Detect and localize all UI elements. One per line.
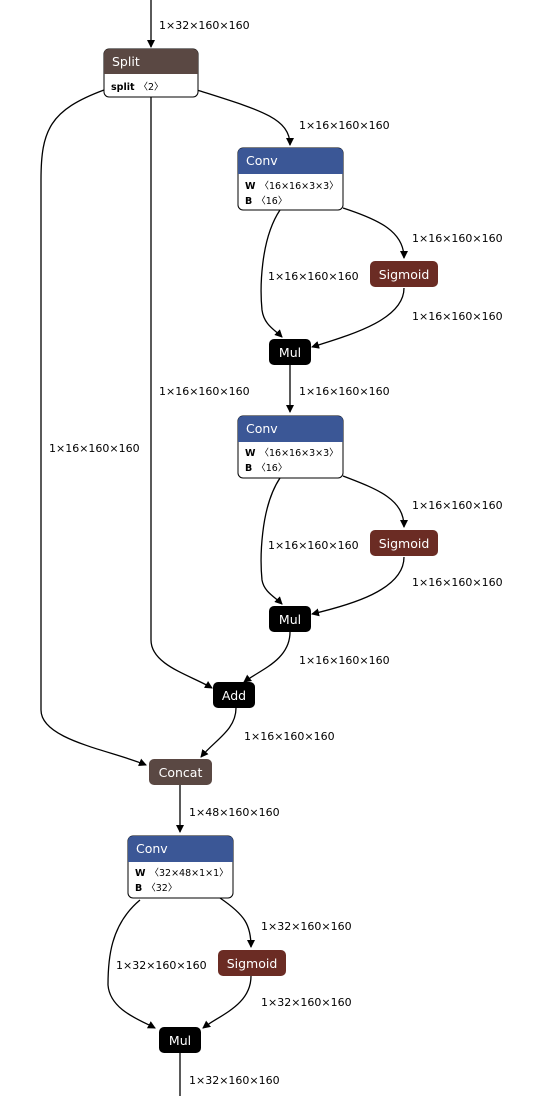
node-sigmoid3-title: Sigmoid bbox=[227, 956, 278, 971]
node-add-title: Add bbox=[222, 688, 246, 703]
node-conv1[interactable]: Conv W〈16×16×3×3〉 B 〈16〉 bbox=[237, 147, 344, 211]
node-mul1-box bbox=[269, 339, 311, 365]
node-mul1-title: Mul bbox=[279, 345, 301, 360]
node-mul3-box bbox=[159, 1027, 201, 1053]
edge-label-mul2-add: 1×16×160×160 bbox=[299, 654, 390, 667]
edge-label-split-concat: 1×16×160×160 bbox=[49, 442, 140, 455]
node-mul2-box bbox=[269, 606, 311, 632]
svg-text:W〈16×16×3×3〉: W〈16×16×3×3〉 bbox=[245, 448, 339, 459]
edge-conv2-sigmoid2 bbox=[342, 475, 408, 528]
svg-text:W〈16×16×3×3〉: W〈16×16×3×3〉 bbox=[245, 181, 339, 192]
node-conv2-attr-w-key: W bbox=[245, 448, 256, 459]
edge-sigmoid2-mul2 bbox=[311, 556, 405, 617]
node-sigmoid1-title: Sigmoid bbox=[379, 267, 430, 282]
edge-label-conv2-mul2: 1×16×160×160 bbox=[268, 539, 359, 552]
node-conv2-attr-b-value: 〈16〉 bbox=[256, 463, 287, 474]
node-concat-box bbox=[149, 759, 212, 785]
edge-label-mul1-conv2: 1×16×160×160 bbox=[299, 385, 390, 398]
edge-label-mul3-output: 1×32×160×160 bbox=[189, 1074, 280, 1087]
node-conv1-attr-b-value: 〈16〉 bbox=[256, 196, 287, 207]
svg-text:W〈32×48×1×1〉: W〈32×48×1×1〉 bbox=[135, 868, 229, 879]
node-sigmoid3[interactable]: Sigmoid bbox=[218, 950, 286, 976]
edges bbox=[40, 0, 408, 1096]
node-split-header bbox=[104, 49, 198, 74]
node-concat[interactable]: Concat bbox=[149, 759, 212, 785]
node-conv1-attr-w-key: W bbox=[245, 181, 256, 192]
edge-sigmoid1-mul1 bbox=[311, 287, 405, 349]
node-sigmoid2-box bbox=[370, 530, 438, 556]
edge-add-concat bbox=[200, 707, 237, 758]
edge-mul2-add bbox=[243, 631, 291, 683]
edge-labels: 1×32×160×160 1×16×160×160 1×16×160×160 1… bbox=[49, 19, 503, 1087]
edge-label-conv1-sigmoid1: 1×16×160×160 bbox=[412, 232, 503, 245]
node-concat-title: Concat bbox=[159, 765, 203, 780]
edge-label-sigmoid2-mul2: 1×16×160×160 bbox=[412, 576, 503, 589]
node-add[interactable]: Add bbox=[213, 682, 255, 708]
edge-conv3-mul3 bbox=[107, 899, 156, 1029]
edge-split-conv1 bbox=[196, 89, 294, 146]
svg-text:split〈2〉: split 〈2〉 bbox=[111, 82, 164, 93]
edge-label-conv3-mul3: 1×32×160×160 bbox=[116, 959, 207, 972]
node-conv3-attr-b-key: B bbox=[135, 883, 142, 894]
node-sigmoid2[interactable]: Sigmoid bbox=[370, 530, 438, 556]
node-conv3-attr-w-value: 〈32×48×1×1〉 bbox=[149, 868, 228, 879]
node-mul3[interactable]: Mul bbox=[159, 1027, 201, 1053]
edge-label-split-add: 1×16×160×160 bbox=[159, 385, 250, 398]
edge-split-concat bbox=[40, 89, 147, 767]
node-conv1-title: Conv bbox=[246, 153, 278, 168]
edge-conv2-mul2 bbox=[260, 477, 283, 605]
node-split[interactable]: Split split 〈2〉 bbox=[103, 48, 199, 98]
node-sigmoid2-title: Sigmoid bbox=[379, 536, 430, 551]
node-split-attr-value: 〈2〉 bbox=[139, 82, 164, 93]
node-split-title: Split bbox=[112, 54, 140, 69]
node-sigmoid1-box bbox=[370, 261, 438, 287]
edge-label-sigmoid1-mul1: 1×16×160×160 bbox=[412, 310, 503, 323]
node-conv2[interactable]: Conv W〈16×16×3×3〉 B 〈16〉 bbox=[237, 415, 344, 479]
node-conv2-attr-w-value: 〈16×16×3×3〉 bbox=[259, 448, 338, 459]
edge-conv3-sigmoid3 bbox=[219, 897, 255, 948]
node-mul3-title: Mul bbox=[169, 1033, 191, 1048]
edge-label-conv2-sigmoid2: 1×16×160×160 bbox=[412, 499, 503, 512]
node-mul2[interactable]: Mul bbox=[269, 606, 311, 632]
node-conv3[interactable]: Conv W〈32×48×1×1〉 B 〈32〉 bbox=[127, 835, 234, 899]
svg-text:B〈32〉: B 〈32〉 bbox=[135, 883, 177, 894]
node-conv1-attr-w-value: 〈16×16×3×3〉 bbox=[259, 181, 338, 192]
edge-split-add bbox=[150, 97, 213, 689]
edge-conv1-mul1 bbox=[260, 209, 283, 338]
node-sigmoid1[interactable]: Sigmoid bbox=[370, 261, 438, 287]
node-conv3-attr-b-value: 〈32〉 bbox=[146, 883, 177, 894]
edge-label-sigmoid3-mul3: 1×32×160×160 bbox=[261, 996, 352, 1009]
edge-label-concat-conv3: 1×48×160×160 bbox=[189, 806, 280, 819]
node-conv3-title: Conv bbox=[136, 841, 168, 856]
edge-label-input-split: 1×32×160×160 bbox=[159, 19, 250, 32]
svg-text:B〈16〉: B 〈16〉 bbox=[245, 463, 287, 474]
node-mul2-title: Mul bbox=[279, 612, 301, 627]
edge-conv1-sigmoid1 bbox=[342, 207, 408, 259]
node-mul1[interactable]: Mul bbox=[269, 339, 311, 365]
node-conv1-attr-b-key: B bbox=[245, 196, 252, 207]
node-conv3-attr-w-key: W bbox=[135, 868, 146, 879]
node-conv3-header bbox=[128, 836, 233, 862]
edge-label-add-concat: 1×16×160×160 bbox=[244, 730, 335, 743]
svg-text:B〈16〉: B 〈16〉 bbox=[245, 196, 287, 207]
node-conv1-header bbox=[238, 148, 343, 174]
edge-label-conv3-sigmoid3: 1×32×160×160 bbox=[261, 920, 352, 933]
edge-label-conv1-mul1: 1×16×160×160 bbox=[268, 270, 359, 283]
node-conv2-header bbox=[238, 416, 343, 442]
node-split-attr-key: split bbox=[111, 82, 135, 93]
node-conv2-attr-b-key: B bbox=[245, 463, 252, 474]
edge-sigmoid3-mul3 bbox=[202, 975, 252, 1029]
node-sigmoid3-box bbox=[218, 950, 286, 976]
edge-label-split-conv1: 1×16×160×160 bbox=[299, 119, 390, 132]
node-add-box bbox=[213, 682, 255, 708]
node-conv2-title: Conv bbox=[246, 421, 278, 436]
